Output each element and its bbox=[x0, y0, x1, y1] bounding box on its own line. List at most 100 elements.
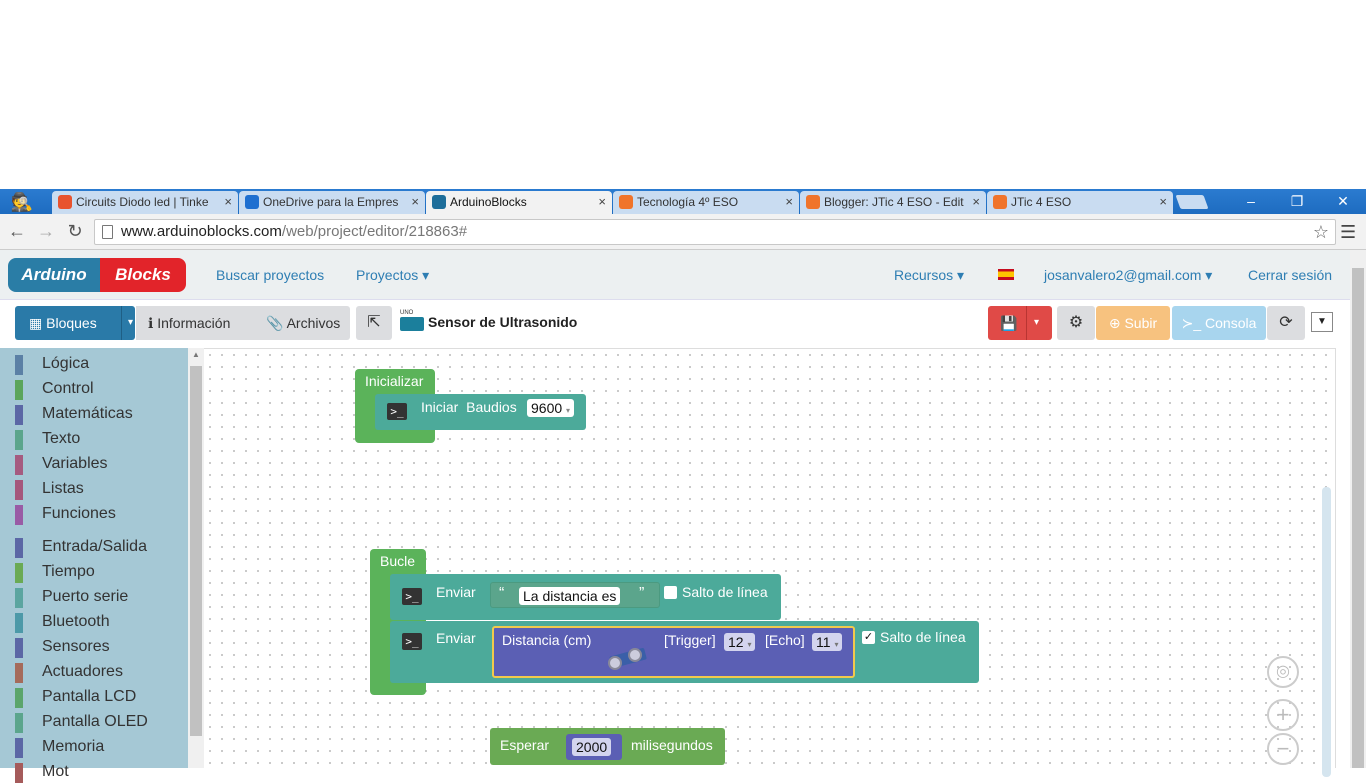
category-item[interactable]: Pantalla OLED bbox=[15, 711, 185, 733]
scroll-up-icon[interactable]: ▲ bbox=[192, 350, 200, 359]
browser-menu-icon[interactable]: ☰ bbox=[1340, 222, 1357, 242]
sidebar-scrollbar[interactable]: ▲ bbox=[188, 348, 204, 768]
newline-checkbox-1[interactable] bbox=[664, 586, 677, 599]
recenter-icon[interactable]: ◎ bbox=[1267, 656, 1299, 688]
forward-icon[interactable]: → bbox=[37, 221, 55, 241]
tab-close-icon[interactable]: × bbox=[1159, 194, 1167, 209]
close-window-icon[interactable]: ✕ bbox=[1337, 193, 1349, 209]
category-item[interactable]: Variables bbox=[15, 453, 185, 475]
bookmark-star-icon[interactable]: ☆ bbox=[1312, 222, 1329, 242]
save-caret-icon[interactable]: ▾ bbox=[1034, 317, 1040, 328]
category-item[interactable]: Listas bbox=[15, 478, 185, 500]
resources-menu[interactable]: Recursos ▾ bbox=[894, 267, 965, 283]
sidebar-scroll-thumb[interactable] bbox=[190, 366, 202, 736]
category-item[interactable]: Bluetooth bbox=[15, 611, 185, 633]
baud-dropdown[interactable]: 9600 ▾ bbox=[527, 399, 575, 417]
trigger-pin-dropdown[interactable]: 12 ▾ bbox=[724, 633, 756, 651]
url-input[interactable]: www.arduinoblocks.com/web/project/editor… bbox=[94, 219, 1336, 245]
blocks-caret-icon[interactable]: ▾ bbox=[128, 317, 134, 328]
serial-print-block-1[interactable]: >_ Enviar “ La distancia es ” Salto de l… bbox=[390, 574, 781, 620]
browser-tab[interactable]: ArduinoBlocks× bbox=[426, 191, 612, 214]
category-item[interactable]: Pantalla LCD bbox=[15, 686, 185, 708]
wait-unit: milisegundos bbox=[631, 737, 713, 753]
loop-label: Bucle bbox=[380, 553, 416, 569]
console-button[interactable]: ≻_ Consola bbox=[1172, 306, 1266, 340]
upload-icon: ⊕ bbox=[1108, 315, 1121, 331]
refresh-button[interactable]: ⟳ bbox=[1267, 306, 1305, 340]
zoom-in-icon[interactable]: + bbox=[1267, 699, 1299, 731]
url-host: www.arduinoblocks.com bbox=[121, 223, 282, 240]
info-tab[interactable]: ℹ Información bbox=[148, 306, 230, 340]
browser-tab[interactable]: JTic 4 ESO× bbox=[987, 191, 1173, 214]
delay-block[interactable]: Esperar 2000 milisegundos bbox=[490, 728, 725, 765]
blockly-workspace[interactable]: Inicializar >_ Iniciar Baudios 9600 ▾ Bu… bbox=[204, 348, 1336, 777]
category-color-swatch bbox=[15, 763, 23, 783]
category-item[interactable]: Control bbox=[15, 378, 185, 400]
text-block[interactable]: “ La distancia es ” bbox=[490, 582, 660, 608]
category-item[interactable]: Entrada/Salida bbox=[15, 536, 185, 558]
reload-icon[interactable]: ↻ bbox=[67, 221, 83, 241]
incognito-icon: 🕵 bbox=[10, 192, 34, 212]
browser-tab[interactable]: OneDrive para la Empres× bbox=[239, 191, 425, 214]
newline-label-1: Salto de línea bbox=[682, 584, 768, 600]
tab-close-icon[interactable]: × bbox=[785, 194, 793, 209]
echo-label: [Echo] bbox=[765, 632, 805, 648]
category-item[interactable]: Matemáticas bbox=[15, 403, 185, 425]
category-item[interactable]: Lógica bbox=[15, 353, 185, 375]
category-item[interactable]: Sensores bbox=[15, 636, 185, 658]
serial-print-block-2[interactable]: >_ Enviar Distancia (cm) [Trigger] 12 ▾ … bbox=[390, 621, 979, 683]
category-color-swatch bbox=[15, 455, 23, 475]
workspace-scrollbar[interactable] bbox=[1322, 487, 1331, 777]
category-item[interactable]: Actuadores bbox=[15, 661, 185, 683]
files-tab[interactable]: 📎 Archivos bbox=[266, 306, 340, 340]
page-scrollbar[interactable] bbox=[1350, 250, 1366, 768]
paperclip-icon: 📎 bbox=[266, 315, 284, 331]
category-item[interactable]: Tiempo bbox=[15, 561, 185, 583]
blocks-tab[interactable]: ▦ Bloques ▾ bbox=[15, 306, 135, 340]
tab-close-icon[interactable]: × bbox=[972, 194, 980, 209]
logout-link[interactable]: Cerrar sesión bbox=[1248, 267, 1333, 283]
arduinoblocks-logo[interactable]: Arduino Blocks bbox=[8, 258, 186, 292]
category-label: Tiempo bbox=[42, 563, 95, 580]
ultrasonic-distance-block[interactable]: Distancia (cm) [Trigger] 12 ▾ [Echo] 11 … bbox=[492, 626, 855, 678]
restore-icon[interactable]: ❐ bbox=[1290, 193, 1304, 209]
send-label-2: Enviar bbox=[436, 630, 476, 646]
spanish-flag-icon[interactable] bbox=[998, 269, 1014, 280]
tab-close-icon[interactable]: × bbox=[411, 194, 419, 209]
browser-tab[interactable]: Circuits Diodo led | Tinke× bbox=[52, 191, 238, 214]
zoom-out-icon[interactable]: − bbox=[1267, 733, 1299, 765]
category-item[interactable]: Texto bbox=[15, 428, 185, 450]
echo-pin-dropdown[interactable]: 11 ▾ bbox=[812, 633, 843, 651]
board-label: UNO bbox=[400, 310, 414, 316]
minimize-icon[interactable]: – bbox=[1247, 193, 1255, 209]
serial-begin-block[interactable]: >_ Iniciar Baudios 9600 ▾ bbox=[375, 394, 586, 430]
trigger-label: [Trigger] bbox=[664, 632, 716, 648]
category-item[interactable]: Funciones bbox=[15, 503, 185, 525]
browser-tab[interactable]: Blogger: JTic 4 ESO - Edit× bbox=[800, 191, 986, 214]
page-scroll-thumb[interactable] bbox=[1352, 268, 1364, 768]
category-item[interactable]: Puerto serie bbox=[15, 586, 185, 608]
number-block[interactable]: 2000 bbox=[566, 734, 622, 760]
tab-close-icon[interactable]: × bbox=[598, 194, 606, 209]
user-menu[interactable]: josanvalero2@gmail.com ▾ bbox=[1044, 267, 1213, 283]
browser-tab[interactable]: Tecnología 4º ESO× bbox=[613, 191, 799, 214]
newline-checkbox-2[interactable]: ✓ bbox=[862, 631, 875, 644]
settings-button[interactable]: ⚙ bbox=[1057, 306, 1095, 340]
text-value-field[interactable]: La distancia es bbox=[519, 587, 621, 605]
category-label: Memoria bbox=[42, 738, 105, 755]
upload-label: Subir bbox=[1124, 315, 1158, 331]
projects-menu[interactable]: Proyectos ▾ bbox=[356, 267, 430, 283]
gear-icon: ⚙ bbox=[1068, 314, 1084, 331]
search-projects-link[interactable]: Buscar proyectos bbox=[216, 267, 325, 283]
new-tab-button[interactable] bbox=[1175, 195, 1209, 209]
category-item[interactable]: Mot bbox=[15, 761, 185, 783]
tab-close-icon[interactable]: × bbox=[224, 194, 232, 209]
save-button[interactable]: 💾 ▾ bbox=[988, 306, 1052, 340]
category-item[interactable]: Memoria bbox=[15, 736, 185, 758]
upload-button[interactable]: ⊕ Subir bbox=[1096, 306, 1170, 340]
category-label: Texto bbox=[42, 430, 81, 447]
toolbar-dropdown[interactable]: ▼ bbox=[1311, 312, 1333, 332]
back-icon[interactable]: ← bbox=[8, 221, 26, 241]
wait-value-field[interactable]: 2000 bbox=[572, 738, 612, 756]
share-button[interactable]: ⇱ bbox=[356, 306, 392, 340]
